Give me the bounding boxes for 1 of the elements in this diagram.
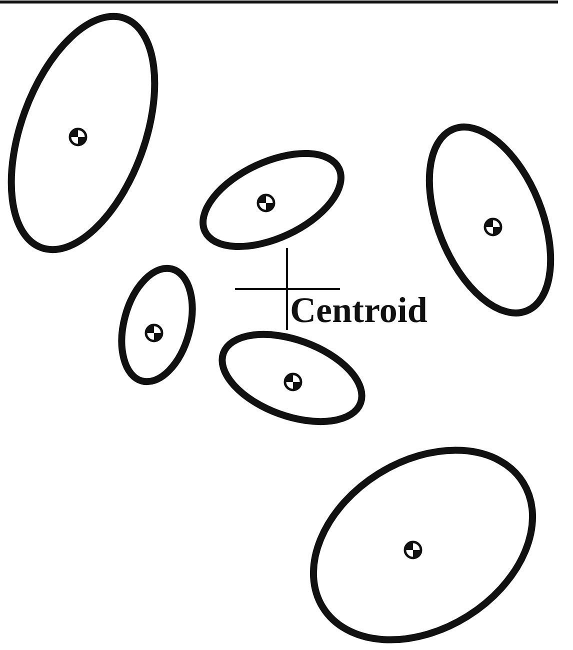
- centroid-label: Centroid: [290, 292, 428, 328]
